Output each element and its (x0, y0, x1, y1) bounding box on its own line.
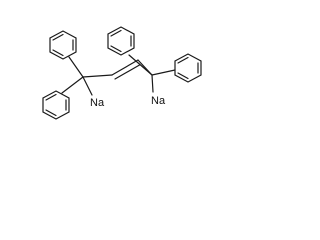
bond-c2-to-c3-double (114, 64, 141, 80)
sodium-label-left: Na (90, 97, 105, 109)
bond-c2-to-c3 (111, 59, 139, 76)
carbon-backbone (61, 54, 176, 96)
phenyl-ring-top-left (49, 30, 77, 60)
bond-ring-top-right-to-c4 (128, 54, 153, 76)
bond-c4-to-ring-far-right (151, 69, 176, 76)
sodium-label-right: Na (151, 95, 166, 107)
bond-ring-bottom-left-to-c1 (61, 76, 84, 94)
phenyl-ring-far-right (174, 53, 202, 83)
phenyl-ring-bottom-left (42, 90, 70, 120)
bond-c1-to-na-left (82, 76, 93, 96)
bond-c4-to-na-right (151, 74, 154, 93)
molecule-structure: Na Na (42, 26, 202, 120)
bond-c1-to-c2 (82, 74, 113, 78)
bond-ring-top-left-to-c1 (68, 56, 84, 78)
phenyl-ring-top-right (107, 26, 135, 56)
